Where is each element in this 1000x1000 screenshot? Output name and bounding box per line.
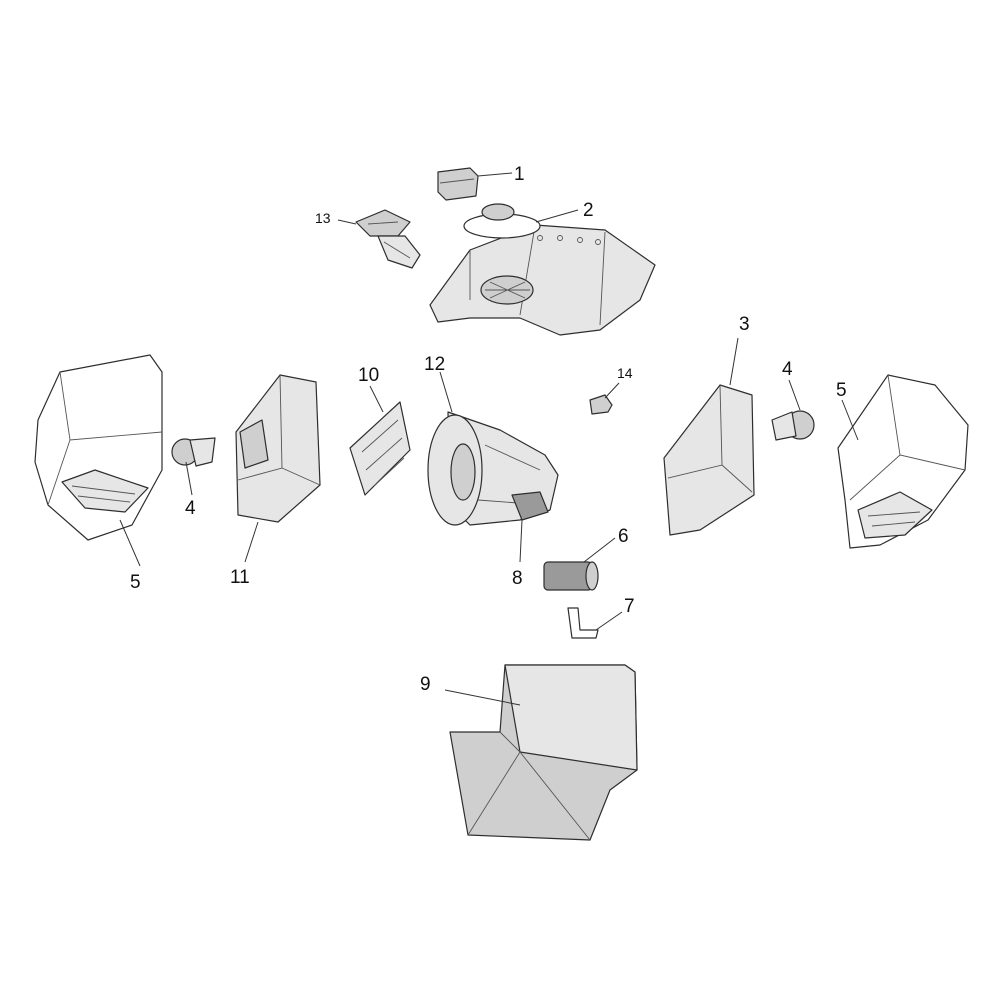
leader-lines [119,172,859,706]
part-8-sensor[interactable] [511,491,549,521]
part-5-cover-right[interactable] [837,374,969,549]
callout-4-right: 4 [782,359,793,380]
callout-labels: 1 2 3 4 4 5 5 6 7 8 9 10 11 12 13 14 [130,164,847,695]
part-2-chassis[interactable] [429,203,656,336]
callout-10: 10 [358,365,379,386]
callout-2: 2 [583,200,594,221]
part-10-board[interactable] [349,401,411,496]
part-3-housing[interactable] [663,384,755,536]
callout-5-right: 5 [836,380,847,401]
callout-4-left: 4 [185,498,196,519]
part-1-cap[interactable] [437,167,479,201]
callout-11: 11 [230,567,250,588]
part-7-wire[interactable] [567,607,599,639]
callout-3: 3 [739,314,750,335]
callout-5-left: 5 [130,572,141,593]
callout-1: 1 [514,164,525,185]
callout-14: 14 [617,365,633,381]
part-5-cover-left[interactable] [34,354,163,541]
callout-6: 6 [618,526,629,547]
part-13-bracket[interactable] [355,209,421,269]
part-4-socket-left[interactable] [171,437,216,467]
callout-7: 7 [624,596,635,617]
callout-9: 9 [420,674,431,695]
callout-8: 8 [512,568,523,589]
part-9-cover[interactable] [449,664,638,841]
part-4-socket-right[interactable] [771,410,815,441]
part-6-capacitor[interactable] [543,561,599,591]
part-14-switch[interactable] [589,394,613,415]
callout-13: 13 [315,210,331,226]
part-11-housing[interactable] [235,374,321,523]
callout-12: 12 [424,354,445,375]
